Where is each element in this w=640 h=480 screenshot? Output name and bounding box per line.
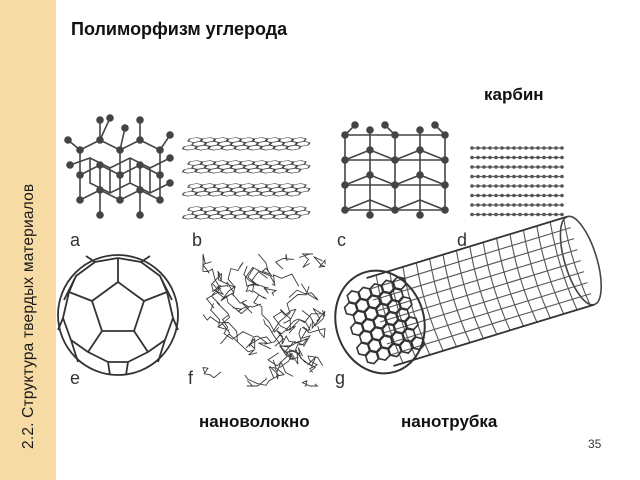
page-number: 35: [588, 437, 602, 451]
panel-letter-c: c: [337, 230, 346, 250]
nanotube-icon: [334, 215, 602, 375]
slide-title: Полиморфизм углерода: [71, 19, 288, 39]
fullerene-icon: [57, 254, 179, 376]
carbyne-chains-icon: [470, 146, 564, 217]
panel-letter-e: e: [70, 368, 80, 388]
nanotube-label: нанотрубка: [401, 412, 498, 431]
amorphous-carbon-icon: [202, 253, 326, 387]
diamond-lattice-icon: [64, 114, 174, 219]
panel-letter-g: g: [335, 368, 345, 388]
carbyne-label: карбин: [484, 85, 544, 104]
lonsdaleite-lattice-icon: [341, 121, 449, 219]
sidebar: 2.2. Структура твердых материалов: [0, 0, 56, 480]
panel-letter-d: d: [457, 230, 467, 250]
graphite-layers-icon: [181, 137, 311, 220]
panel-letter-b: b: [192, 230, 202, 250]
panel-letter-a: a: [70, 230, 81, 250]
panel-letter-f: f: [188, 368, 194, 388]
nanofiber-label: нановолокно: [199, 412, 310, 431]
